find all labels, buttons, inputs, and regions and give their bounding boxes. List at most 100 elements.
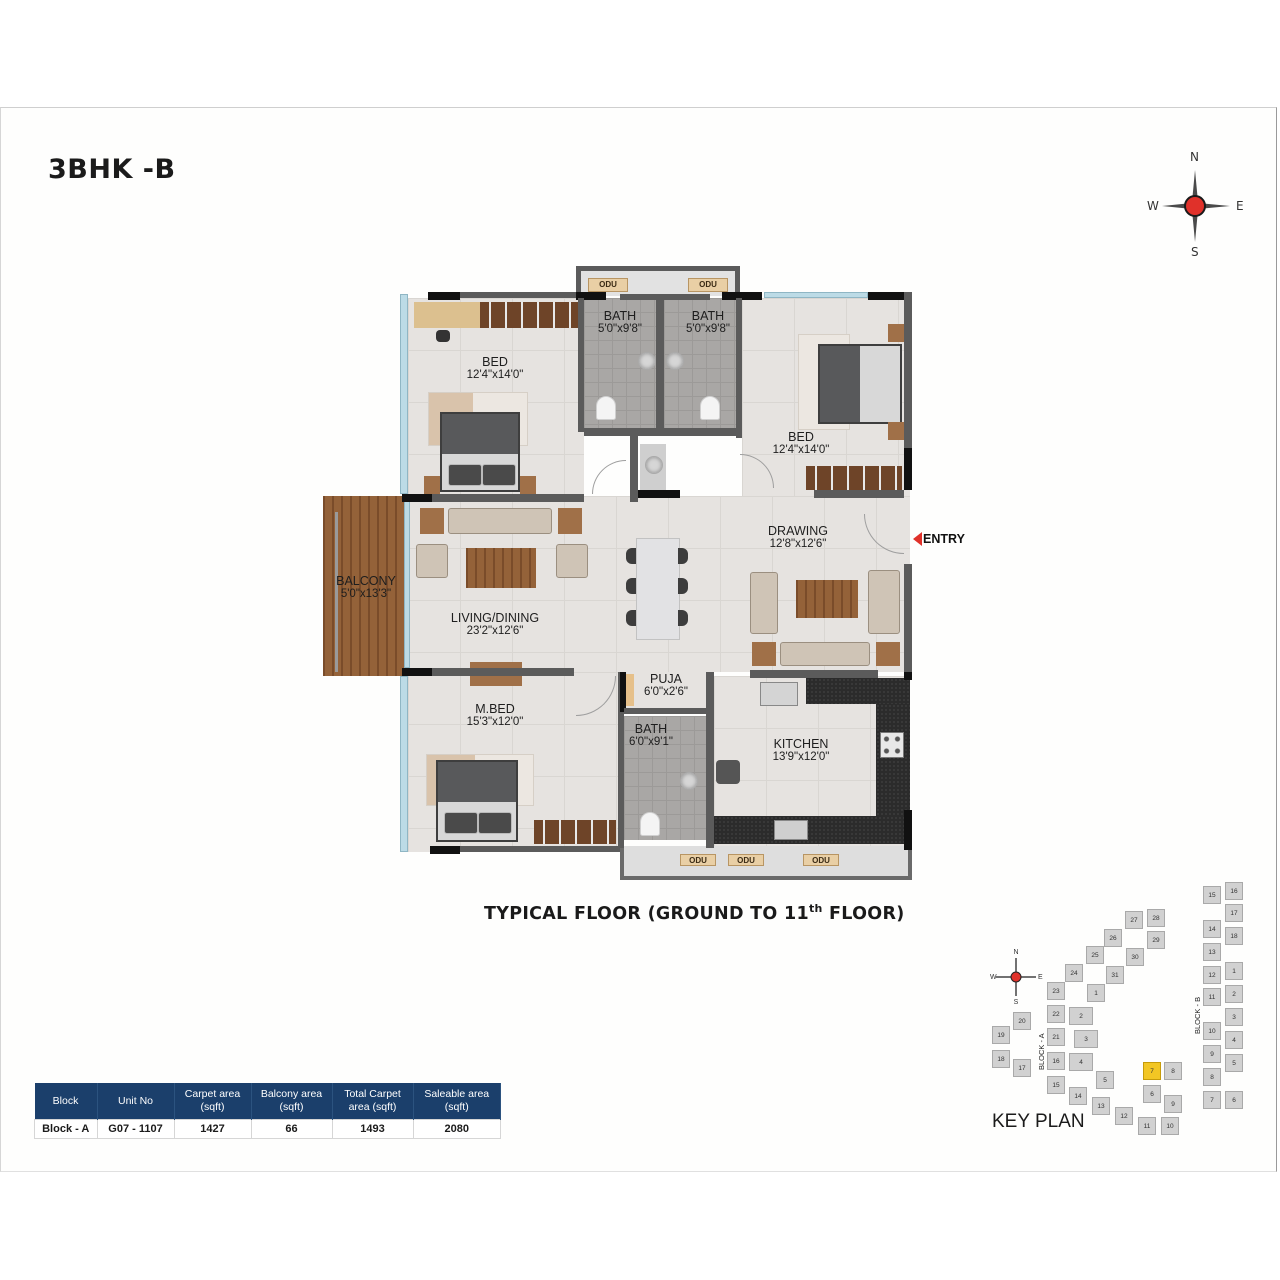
- kp-unit-a-21[interactable]: 21: [1047, 1028, 1065, 1046]
- kp-unit-a-24[interactable]: 24: [1065, 964, 1083, 982]
- svg-text:W: W: [990, 974, 997, 981]
- kp-unit-a-6[interactable]: 6: [1143, 1085, 1161, 1103]
- kp-unit-b-11[interactable]: 11: [1203, 988, 1221, 1006]
- kp-unit-a-15[interactable]: 15: [1047, 1076, 1065, 1094]
- kp-unit-a-22[interactable]: 22: [1047, 1005, 1065, 1023]
- wardrobe-bed-nw: [480, 302, 580, 328]
- kp-unit-a-11[interactable]: 11: [1138, 1117, 1156, 1135]
- kp-unit-b-18[interactable]: 18: [1225, 927, 1243, 945]
- kp-unit-b-12[interactable]: 12: [1203, 966, 1221, 984]
- kp-unit-a-17[interactable]: 17: [1013, 1059, 1031, 1077]
- toilet-3: [640, 812, 660, 836]
- door-bed-nw[interactable]: [592, 460, 626, 494]
- dining-chair-1: [626, 548, 636, 564]
- wall: [722, 292, 762, 300]
- odu-unit-bottom-2: ODU: [728, 854, 764, 866]
- col-header-balcony-area: Balcony area (sqft): [251, 1083, 333, 1120]
- kp-unit-b-5[interactable]: 5: [1225, 1054, 1243, 1072]
- dining-table: [636, 538, 680, 640]
- kp-unit-b-8[interactable]: 8: [1203, 1068, 1221, 1086]
- kp-unit-a-2[interactable]: 2: [1069, 1007, 1093, 1025]
- side-table-2: [558, 508, 582, 534]
- wall: [656, 298, 664, 432]
- kp-unit-a-5[interactable]: 5: [1096, 1071, 1114, 1089]
- kp-unit-a-10[interactable]: 10: [1161, 1117, 1179, 1135]
- study-desk: [414, 302, 480, 328]
- kp-unit-a-7-selected[interactable]: 7: [1143, 1062, 1161, 1080]
- wash-basin-2: [666, 352, 684, 370]
- kp-unit-a-3[interactable]: 3: [1074, 1030, 1098, 1048]
- wall: [638, 490, 680, 498]
- hob-icon: [880, 732, 904, 758]
- wall: [904, 810, 912, 850]
- kp-unit-a-13[interactable]: 13: [1092, 1097, 1110, 1115]
- kp-unit-a-30[interactable]: 30: [1126, 948, 1144, 966]
- kp-unit-a-20[interactable]: 20: [1013, 1012, 1031, 1030]
- dining-chair-2: [626, 578, 636, 594]
- kp-unit-b-2[interactable]: 2: [1225, 985, 1243, 1003]
- kp-unit-b-9[interactable]: 9: [1203, 1045, 1221, 1063]
- kp-unit-a-16[interactable]: 16: [1047, 1052, 1065, 1070]
- puja-shelf: [626, 674, 634, 706]
- kp-unit-b-14[interactable]: 14: [1203, 920, 1221, 938]
- kp-unit-a-27[interactable]: 27: [1125, 911, 1143, 929]
- desk-chair-icon: [436, 330, 450, 342]
- bottom-utility-ledge: [620, 846, 912, 880]
- armchair-2: [556, 544, 588, 578]
- kp-unit-b-16[interactable]: 16: [1225, 882, 1243, 900]
- wall: [750, 670, 878, 678]
- page-title: 3BHK -B: [48, 154, 176, 185]
- kp-unit-a-4[interactable]: 4: [1069, 1053, 1093, 1071]
- cell-block: Block - A: [34, 1119, 98, 1139]
- kp-unit-a-31[interactable]: 31: [1106, 966, 1124, 984]
- kp-unit-a-9[interactable]: 9: [1164, 1095, 1182, 1113]
- kp-unit-b-10[interactable]: 10: [1203, 1022, 1221, 1040]
- drawing-side-table-2: [876, 642, 900, 666]
- wall: [460, 846, 620, 852]
- svg-text:S: S: [1014, 999, 1019, 1006]
- balcony-railing: [335, 512, 338, 672]
- kp-unit-b-13[interactable]: 13: [1203, 943, 1221, 961]
- kp-unit-b-4[interactable]: 4: [1225, 1031, 1243, 1049]
- kp-unit-a-19[interactable]: 19: [992, 1026, 1010, 1044]
- drawing-armchair-1: [750, 572, 778, 634]
- floor-puja: [624, 672, 710, 708]
- kp-unit-a-25[interactable]: 25: [1086, 946, 1104, 964]
- nightstand-ne-2: [888, 422, 904, 440]
- kp-unit-b-3[interactable]: 3: [1225, 1008, 1243, 1026]
- kp-unit-a-1[interactable]: 1: [1087, 984, 1105, 1002]
- kp-unit-b-6[interactable]: 6: [1225, 1091, 1243, 1109]
- kp-unit-a-8[interactable]: 8: [1164, 1062, 1182, 1080]
- kp-unit-a-12[interactable]: 12: [1115, 1107, 1133, 1125]
- kp-unit-b-1[interactable]: 1: [1225, 962, 1243, 980]
- wall: [578, 298, 584, 432]
- wall: [904, 292, 912, 476]
- table-header-row: Block Unit No Carpet area (sqft) Balcony…: [34, 1083, 501, 1120]
- bath-3-floor: [624, 716, 710, 840]
- drawing-side-table-1: [752, 642, 776, 666]
- dining-chair-3: [626, 610, 636, 626]
- kp-unit-a-23[interactable]: 23: [1047, 982, 1065, 1000]
- window-ne: [764, 292, 868, 298]
- cell-saleable-area: 2080: [412, 1119, 501, 1139]
- compass-rose: N W E S: [1147, 150, 1245, 260]
- kp-unit-a-14[interactable]: 14: [1069, 1087, 1087, 1105]
- kp-unit-b-17[interactable]: 17: [1225, 904, 1243, 922]
- wardrobe-mbed: [534, 820, 616, 844]
- kp-unit-a-28[interactable]: 28: [1147, 909, 1165, 927]
- kp-unit-a-26[interactable]: 26: [1104, 929, 1122, 947]
- col-header-unit-no: Unit No: [97, 1083, 175, 1120]
- kp-unit-b-15[interactable]: 15: [1203, 886, 1221, 904]
- bed-nw: [440, 412, 520, 492]
- kp-unit-b-7[interactable]: 7: [1203, 1091, 1221, 1109]
- dining-chair-4: [678, 548, 688, 564]
- svg-text:E: E: [1038, 974, 1043, 981]
- kp-unit-a-29[interactable]: 29: [1147, 931, 1165, 949]
- key-plan: N S W E BLOCK - A BLOCK - B 20 19 18 17 …: [980, 880, 1250, 1140]
- cell-carpet-area: 1427: [173, 1119, 252, 1139]
- kp-unit-a-18[interactable]: 18: [992, 1050, 1010, 1068]
